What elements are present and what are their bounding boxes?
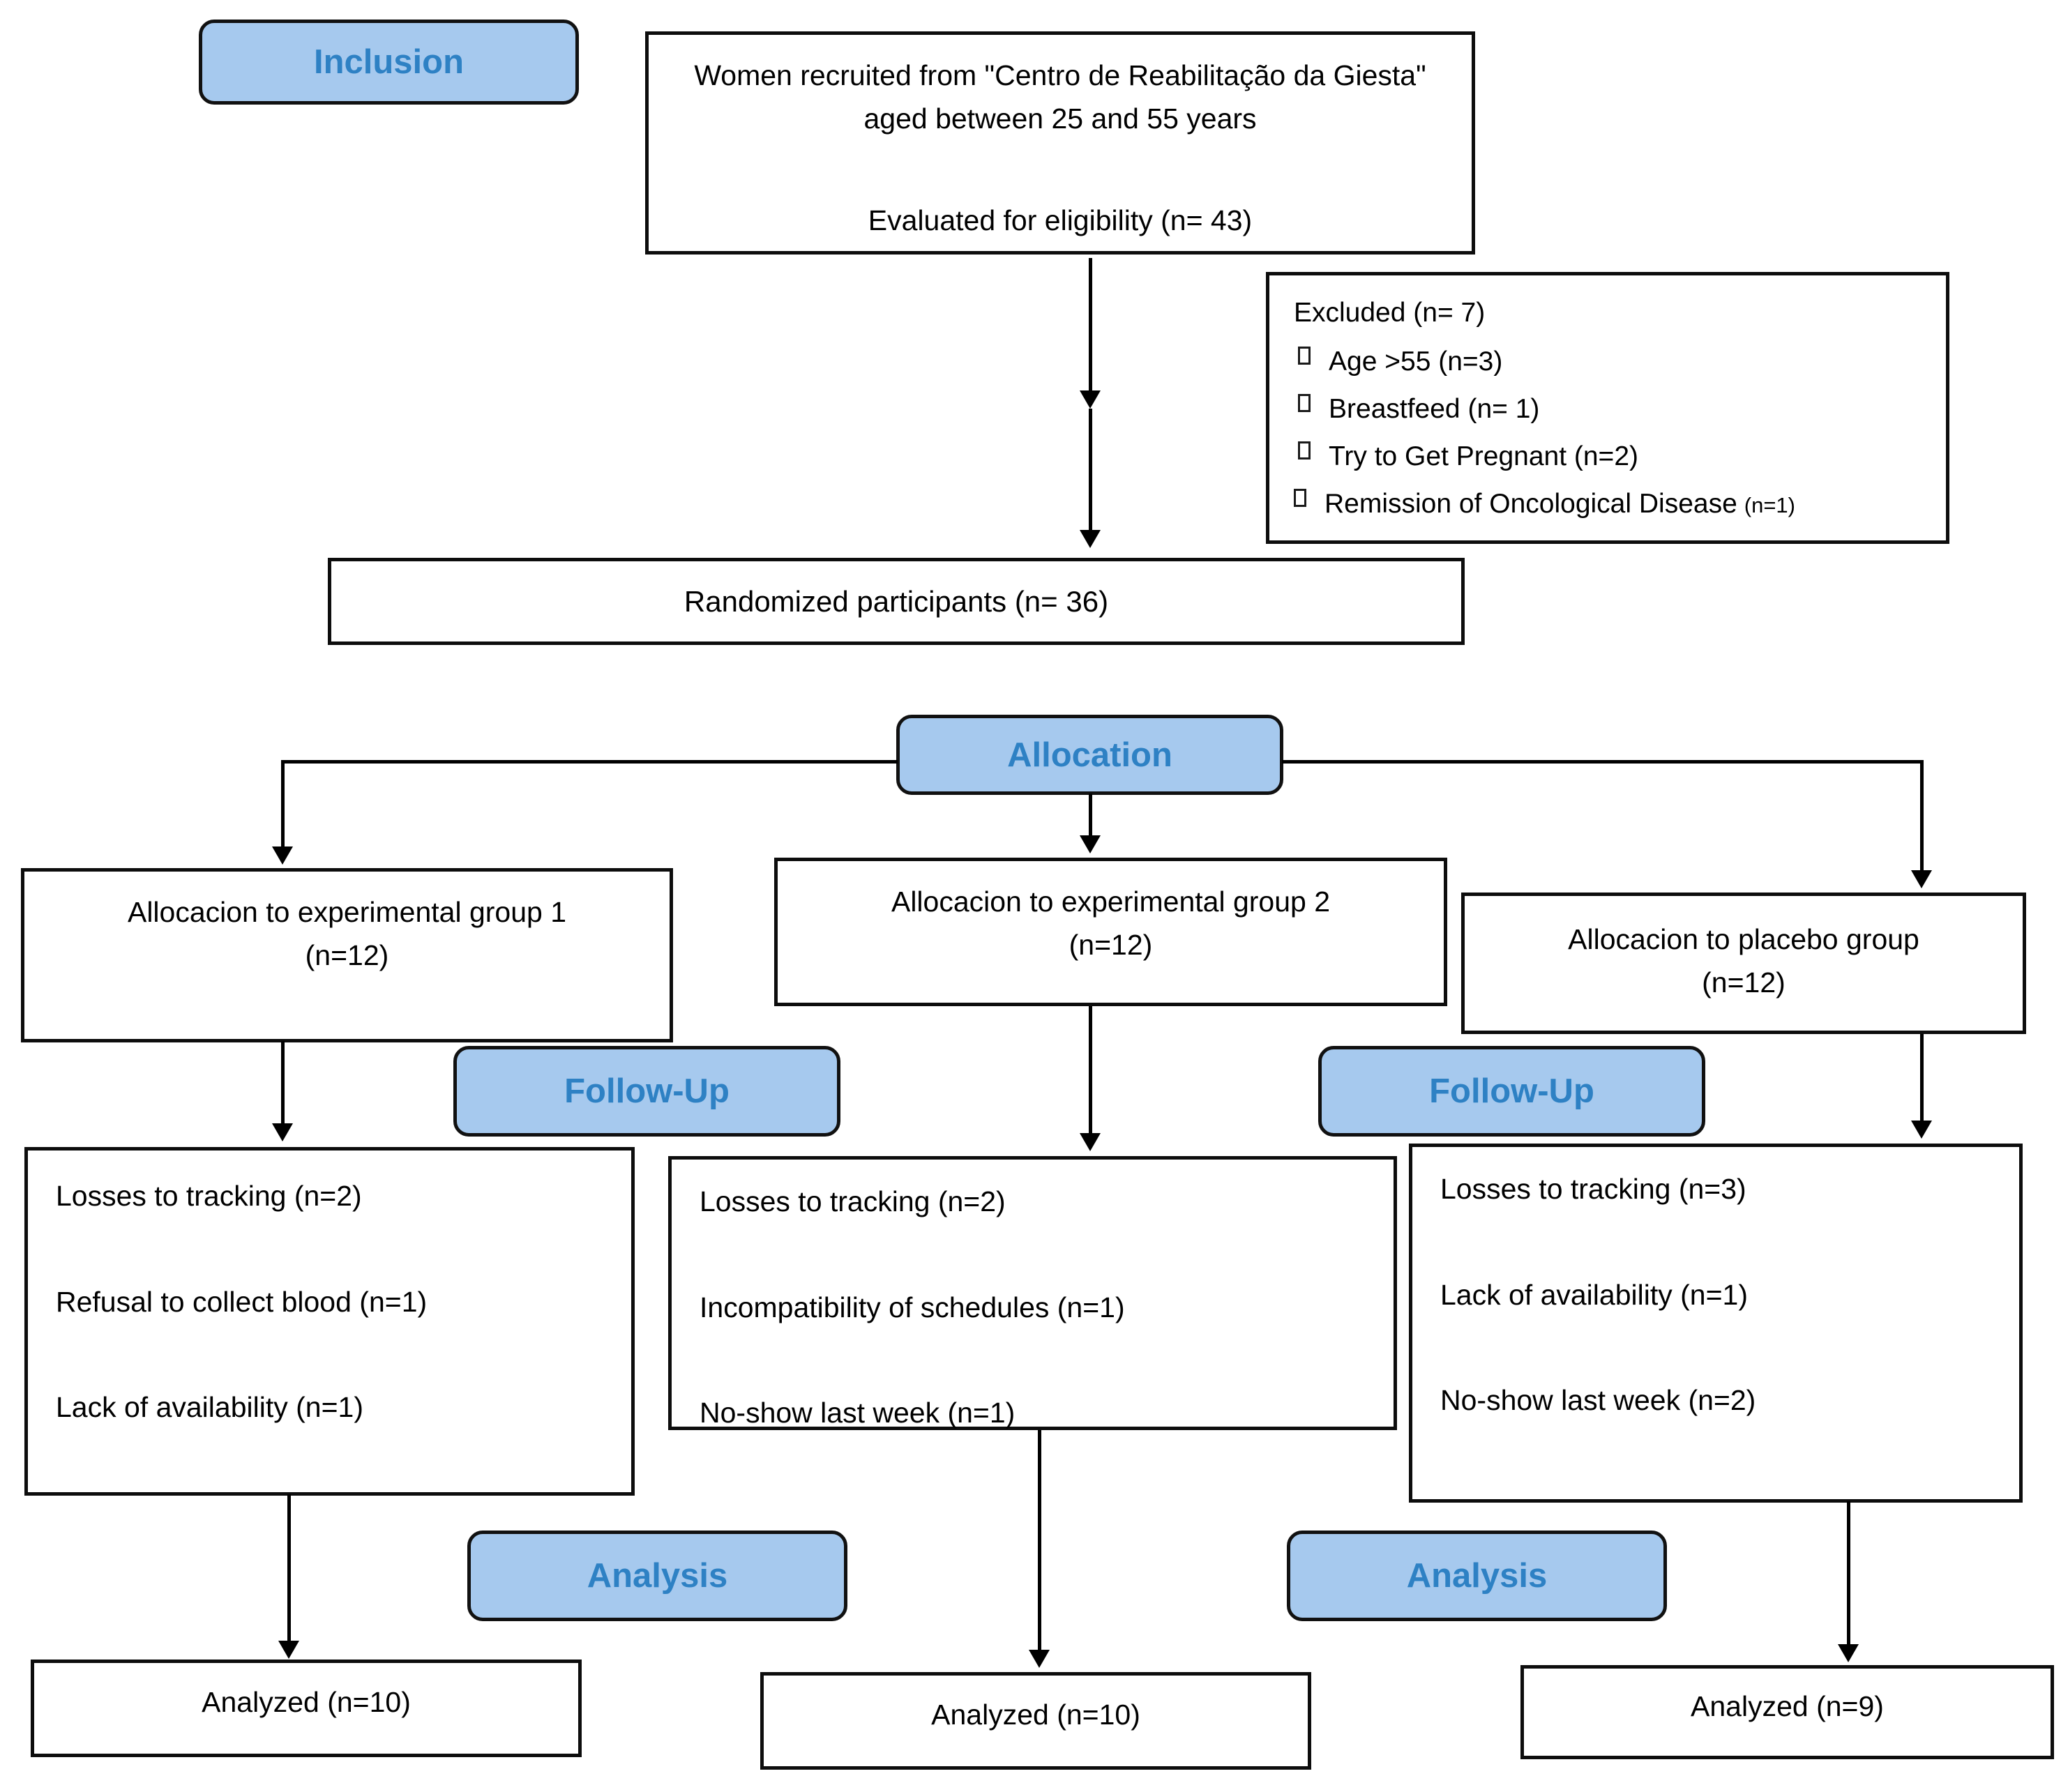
excluded-item: Age >55 (n=3) <box>1294 338 1925 386</box>
analyzed-placebo-text: Analyzed (n=9) <box>1691 1690 1884 1722</box>
analyzed-box-placebo: Analyzed (n=9) <box>1520 1665 2054 1759</box>
allocation-placebo-line1: Allocacion to placebo group <box>1568 923 1919 955</box>
eligibility-box: Women recruited from "Centro de Reabilit… <box>645 31 1475 255</box>
stage-badge-allocation: Allocation <box>896 715 1283 795</box>
analyzed-box-group2: Analyzed (n=10) <box>760 1672 1311 1770</box>
branch-drop-left <box>281 760 285 846</box>
loss-item: Lack of availability (n=1) <box>1440 1278 1748 1311</box>
arrowhead-placebo-analysis <box>1838 1644 1859 1662</box>
stage-badge-analysis-left: Analysis <box>467 1531 847 1621</box>
stage-badge-analysis-right-label: Analysis <box>1406 1557 1548 1595</box>
connector-group1-analysis <box>287 1494 291 1641</box>
excluded-item-text: Remission of Oncological Disease <box>1324 489 1737 519</box>
loss-item: Losses to tracking (n=2) <box>56 1180 362 1212</box>
bullet-square-icon <box>1298 346 1311 365</box>
randomized-box: Randomized participants (n= 36) <box>328 558 1465 645</box>
bullet-square-icon <box>1294 489 1306 508</box>
stage-badge-analysis-right: Analysis <box>1287 1531 1667 1621</box>
arrowhead-alloc-placebo <box>1911 870 1932 888</box>
stage-badge-followup-left: Follow-Up <box>453 1046 840 1137</box>
arrow-eligibility-line-1 <box>1089 258 1092 390</box>
analyzed-box-group1: Analyzed (n=10) <box>31 1660 582 1757</box>
loss-item: Incompatibility of schedules (n=1) <box>700 1291 1125 1323</box>
connector-placebo-followup <box>1920 1034 1924 1121</box>
arrowhead-eligibility-2 <box>1080 530 1101 548</box>
loss-item: Losses to tracking (n=3) <box>1440 1173 1746 1205</box>
arrowhead-group1-analysis <box>278 1641 299 1659</box>
branch-drop-right <box>1920 760 1924 870</box>
branch-line-left <box>281 760 898 764</box>
excluded-title: Excluded (n= 7) <box>1294 298 1486 328</box>
arrowhead-group1-followup <box>272 1123 293 1141</box>
bullet-square-icon <box>1298 441 1311 460</box>
stage-badge-followup-right: Follow-Up <box>1318 1046 1705 1137</box>
excluded-item: Breastfeed (n= 1) <box>1294 386 1925 433</box>
stage-badge-allocation-label: Allocation <box>1007 736 1172 774</box>
excluded-item-text: Try to Get Pregnant (n=2) <box>1329 441 1639 471</box>
connector-group2-analysis <box>1038 1430 1041 1650</box>
excluded-item-suffix: (n=1) <box>1744 493 1795 518</box>
losses-box-placebo: Losses to tracking (n=3) Lack of availab… <box>1409 1144 2023 1503</box>
losses-box-group2: Losses to tracking (n=2) Incompatibility… <box>668 1156 1397 1430</box>
excluded-item: Remission of Oncological Disease (n=1) <box>1294 480 1925 528</box>
eligibility-recruited-text: Women recruited from "Centro de Reabilit… <box>694 59 1426 135</box>
connector-placebo-analysis <box>1847 1501 1850 1644</box>
connector-group1-followup <box>281 1041 285 1123</box>
excluded-box: Excluded (n= 7) Age >55 (n=3) Breastfeed… <box>1266 272 1949 544</box>
stage-badge-followup-right-label: Follow-Up <box>1429 1072 1594 1110</box>
bullet-square-icon <box>1298 393 1311 412</box>
loss-item: No-show last week (n=1) <box>700 1397 1016 1429</box>
arrow-eligibility-line-2 <box>1089 409 1092 530</box>
stage-badge-analysis-left-label: Analysis <box>587 1557 728 1595</box>
eligibility-evaluated-text: Evaluated for eligibility (n= 43) <box>868 204 1253 236</box>
allocation-group1-line2: (n=12) <box>305 939 389 971</box>
loss-item: Lack of availability (n=1) <box>56 1391 363 1423</box>
allocation-group2-line2: (n=12) <box>1069 928 1153 961</box>
stage-badge-inclusion-label: Inclusion <box>313 43 465 81</box>
allocation-box-group2: Allocacion to experimental group 2 (n=12… <box>774 858 1447 1006</box>
losses-box-group1: Losses to tracking (n=2) Refusal to coll… <box>24 1147 635 1496</box>
connector-group2-followup <box>1089 1006 1092 1133</box>
allocation-group1-line1: Allocacion to experimental group 1 <box>127 896 567 928</box>
arrowhead-group2-analysis <box>1029 1650 1050 1668</box>
stage-badge-inclusion: Inclusion <box>199 20 579 105</box>
arrowhead-eligibility-1 <box>1080 390 1101 409</box>
excluded-item: Try to Get Pregnant (n=2) <box>1294 433 1925 480</box>
arrowhead-alloc-group2 <box>1080 835 1101 853</box>
loss-item: No-show last week (n=2) <box>1440 1384 1756 1416</box>
arrowhead-placebo-followup <box>1911 1121 1932 1139</box>
allocation-group2-line1: Allocacion to experimental group 2 <box>891 886 1331 918</box>
analyzed-group1-text: Analyzed (n=10) <box>202 1686 411 1718</box>
arrowhead-alloc-group1 <box>272 846 293 865</box>
arrowhead-group2-followup <box>1080 1133 1101 1151</box>
excluded-item-text: Breastfeed (n= 1) <box>1329 393 1540 424</box>
stage-badge-followup-left-label: Follow-Up <box>564 1072 730 1110</box>
excluded-item-text: Age >55 (n=3) <box>1329 346 1503 377</box>
loss-item: Losses to tracking (n=2) <box>700 1185 1006 1217</box>
branch-line-right <box>1282 760 1924 764</box>
allocation-placebo-line2: (n=12) <box>1702 966 1786 998</box>
randomized-text: Randomized participants (n= 36) <box>684 585 1109 618</box>
loss-item: Refusal to collect blood (n=1) <box>56 1285 428 1318</box>
analyzed-group2-text: Analyzed (n=10) <box>931 1699 1140 1731</box>
branch-drop-middle <box>1089 794 1092 835</box>
allocation-box-placebo: Allocacion to placebo group (n=12) <box>1461 893 2026 1034</box>
allocation-box-group1: Allocacion to experimental group 1 (n=12… <box>21 868 673 1042</box>
